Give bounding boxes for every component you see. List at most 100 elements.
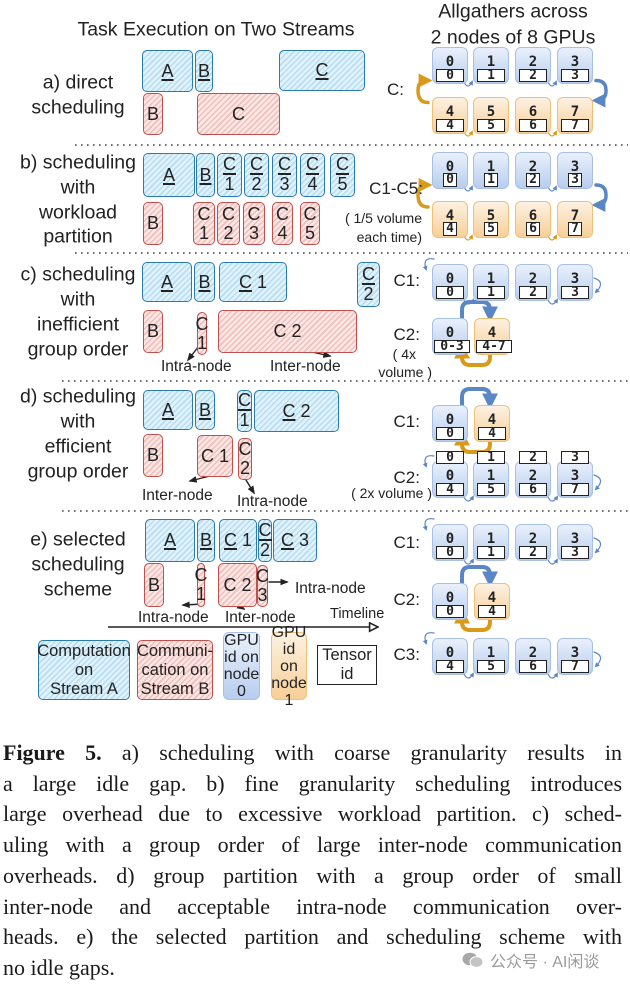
legend-text-line: on	[74, 660, 94, 679]
computation-block-b: B	[195, 390, 215, 430]
computation-block-a: A	[142, 262, 192, 302]
block-task-letter: A	[161, 399, 174, 420]
legend-text-line: GPU	[224, 632, 259, 649]
tensor-id: 2	[519, 286, 547, 299]
communication-block-b: B	[143, 202, 163, 245]
inter-node-arrow-blue	[460, 565, 498, 589]
section-label-line: inefficient	[36, 313, 120, 336]
gpu-id: 0	[445, 645, 455, 661]
tensor-id: 7	[561, 483, 589, 496]
caption-text: heads. e) the selected partition and sch…	[3, 924, 622, 950]
tensor-id: 5	[477, 483, 505, 496]
section-label-line: d) scheduling	[20, 385, 136, 408]
block-task-letter: C	[247, 203, 261, 224]
tensor-id: 4-7	[476, 340, 512, 353]
tensor-id-top: 2	[519, 451, 547, 464]
block-label: B	[147, 446, 159, 465]
gpu-id: 0	[445, 54, 455, 70]
annotation-intra-node: Intra-node	[138, 609, 209, 626]
tensor-id: 3	[561, 286, 589, 299]
allgather-label: C2:	[393, 468, 420, 487]
section-label-line: scheme	[43, 578, 113, 601]
block-part-number: 3	[257, 585, 268, 605]
legend-text-line: id on	[224, 649, 259, 666]
block-part-number: 1	[198, 222, 209, 243]
gpu-id: 4	[487, 325, 497, 341]
allgather-label: C1:	[393, 533, 420, 552]
gpu-id: 4	[445, 104, 455, 120]
section-label-line: a) direct	[42, 71, 114, 94]
block-task-letter: C	[197, 203, 211, 224]
gpu-id: 2	[528, 271, 538, 287]
inter-node-arrow-blue	[591, 78, 608, 108]
block-part-number: 5	[337, 174, 348, 194]
tensor-id: 5	[477, 660, 505, 673]
gpu-id: 6	[528, 208, 538, 224]
tensor-id: 7	[561, 660, 589, 673]
block-label: B	[148, 575, 160, 595]
right-title-line2: 2 nodes of 8 GPUs	[430, 26, 596, 49]
block-part-number: 2	[251, 174, 262, 194]
caption-figure-number: Figure 5.	[3, 740, 102, 765]
block-label: B	[147, 104, 159, 124]
block-task-letter: B	[146, 445, 159, 465]
computation-block-b: B	[194, 262, 215, 302]
inter-node-arrow-orange	[416, 73, 433, 105]
tensor-id: 4	[436, 119, 464, 132]
block-task-letter: A	[162, 164, 175, 185]
allgather-volume-note: each time)	[356, 229, 422, 245]
tensor-id: 1	[477, 69, 505, 82]
allgather-volume-note: ( 1/5 volume	[344, 210, 422, 226]
gpu-id: 1	[486, 54, 496, 70]
communication-block-b: B	[144, 563, 164, 607]
block-task-letter: C	[315, 60, 329, 80]
block-task-letter: C	[258, 519, 272, 541]
caption-line: Figure 5. a) scheduling with coarse gran…	[3, 738, 622, 769]
gpu-node0-box: 0	[432, 583, 468, 620]
caption-line: a large idle gap. b) fine granularity sc…	[3, 769, 622, 800]
computation-block-c2: C 2	[254, 390, 339, 432]
legend-text-line: node	[271, 674, 307, 692]
intra-node-arrow	[547, 558, 559, 565]
intra-node-arrow	[547, 672, 559, 679]
inter-node-arrow-blue	[460, 300, 498, 324]
section-label-line: group order	[27, 338, 129, 361]
inter-node-arrow-blue	[460, 387, 498, 411]
block-part-number: 2	[300, 400, 311, 421]
inter-node-arrow-orange	[416, 178, 433, 209]
allgather-label: C3:	[393, 645, 420, 664]
allgather-volume-note: ( 2x volume )	[351, 485, 432, 501]
section-label-line: efficient	[44, 435, 112, 458]
block-task-letter: B	[199, 164, 212, 185]
block-label: B	[147, 214, 159, 233]
allgather-label: C2:	[393, 325, 420, 344]
block-label: B	[200, 531, 212, 550]
section-label-line: b) scheduling	[20, 151, 136, 174]
gpu-id: 4	[487, 412, 497, 428]
left-title: Task Execution on Two Streams	[77, 18, 355, 41]
block-task-letter: C	[232, 103, 245, 124]
annotation-arrow	[245, 479, 255, 495]
tensor-id: 5	[477, 119, 505, 132]
gpu-id: 3	[570, 54, 580, 70]
intra-node-arrow	[463, 558, 475, 565]
intra-node-arrow	[593, 474, 602, 491]
tensor-id: 0-3	[434, 340, 470, 353]
tensor-id: 7	[568, 222, 582, 236]
block-label: A	[162, 164, 175, 185]
gpu-id: 1	[486, 645, 496, 661]
block-label: C 1	[239, 272, 267, 292]
tensor-id: 1	[477, 546, 505, 559]
